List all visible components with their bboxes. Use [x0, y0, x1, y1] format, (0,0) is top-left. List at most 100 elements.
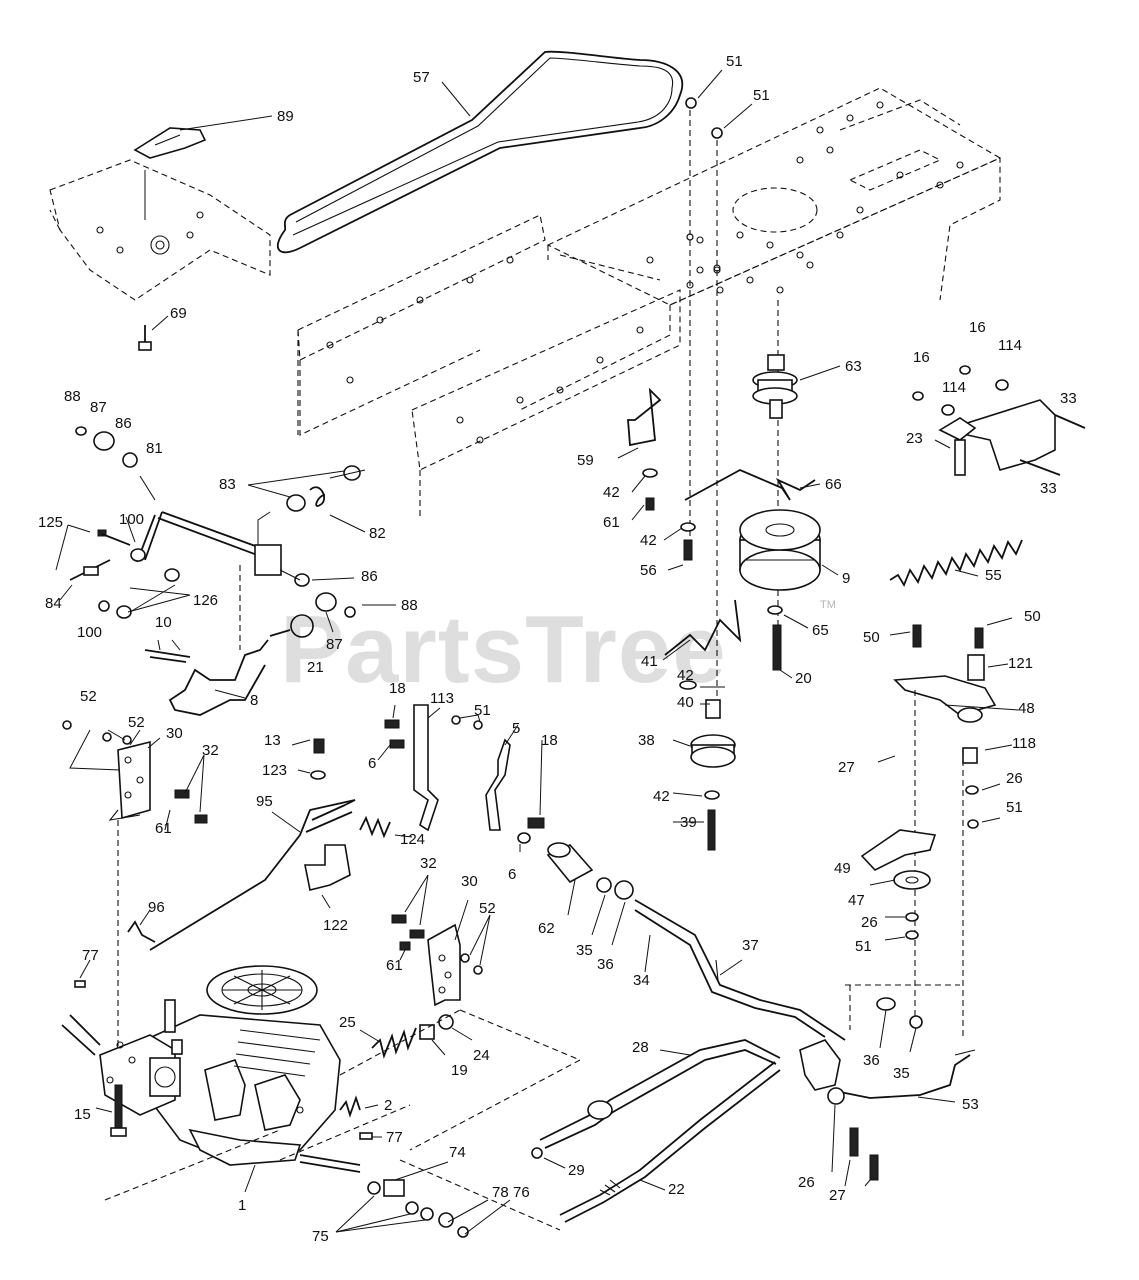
part-label: 52	[80, 688, 97, 705]
part-label: 48	[1018, 700, 1035, 717]
transaxle	[61, 959, 411, 1201]
part-label: 56	[640, 562, 657, 579]
part-label: 33	[1040, 480, 1057, 497]
part-label: 22	[668, 1181, 685, 1198]
part-label: 35	[576, 942, 593, 959]
part-label: 88	[64, 388, 81, 405]
part-label: 113	[430, 690, 454, 707]
part-label: 18	[389, 680, 406, 697]
part-89	[133, 115, 273, 220]
center-brackets	[62, 704, 545, 1050]
part-label: 121	[1008, 655, 1033, 672]
part-label: 30	[166, 725, 183, 742]
part-label: 27	[838, 759, 855, 776]
part-label: 25	[339, 1014, 356, 1031]
part-label: 29	[568, 1162, 585, 1179]
spring-55	[889, 539, 1023, 588]
drive-belt	[276, 50, 683, 254]
idler-bracket	[912, 365, 1086, 476]
part-label: 122	[323, 917, 348, 934]
part-label: 100	[77, 624, 102, 641]
part-label: 62	[538, 920, 555, 937]
top-leaders	[441, 69, 753, 272]
part-label: 24	[473, 1047, 490, 1064]
part-label: 32	[420, 855, 437, 872]
part-label: 89	[277, 108, 294, 125]
axle-washers	[335, 1161, 511, 1238]
part-label: 33	[1060, 390, 1077, 407]
control-rods	[399, 1039, 781, 1231]
part-label: 75	[312, 1228, 329, 1245]
part-label: 114	[942, 379, 966, 396]
part-label: 28	[632, 1039, 649, 1056]
part-label: 118	[1012, 735, 1036, 752]
part-label: 55	[985, 567, 1002, 584]
part-label: 21	[307, 659, 324, 676]
part-label: 37	[742, 937, 759, 954]
part-label: 61	[603, 514, 620, 531]
part-label: 47	[848, 892, 865, 909]
part-label: 78	[492, 1184, 509, 1201]
part-label: 51	[753, 87, 770, 104]
part-label: 76	[513, 1184, 530, 1201]
part-label: 42	[640, 532, 657, 549]
part-label: 49	[834, 860, 851, 877]
part-label: 13	[264, 732, 281, 749]
part-label: 51	[474, 702, 491, 719]
part-label: 69	[170, 305, 187, 322]
part-label: 23	[906, 430, 923, 447]
watermark: PartsTree	[280, 596, 727, 703]
part-label: 42	[603, 484, 620, 501]
part-label: 16	[969, 319, 986, 336]
part-label: 51	[726, 53, 743, 70]
part-label: 114	[998, 337, 1022, 354]
part-label: 19	[451, 1062, 468, 1079]
part-label: 86	[115, 415, 132, 432]
part-label: 61	[386, 957, 403, 974]
part-label: 15	[74, 1106, 91, 1123]
shift-rod	[546, 842, 960, 1187]
part-label: 32	[202, 742, 219, 759]
part-label: 65	[812, 622, 829, 639]
part-label: 50	[863, 629, 880, 646]
part-label: 88	[401, 597, 418, 614]
part-label: 27	[829, 1187, 846, 1204]
part-label: 77	[386, 1129, 403, 1146]
part-label: 125	[38, 514, 63, 531]
part-label: 74	[449, 1144, 466, 1161]
part-label: 126	[193, 592, 218, 609]
part-label: 8	[250, 692, 258, 709]
part-label: 52	[479, 900, 496, 917]
part-label: 66	[825, 476, 842, 493]
part-label: 34	[633, 972, 650, 989]
part-label: 42	[653, 788, 670, 805]
part-label: 41	[641, 653, 658, 670]
part-label: 2	[384, 1097, 392, 1114]
part-label: 83	[219, 476, 236, 493]
part-label: 9	[842, 570, 850, 587]
part-label: 52	[128, 714, 145, 731]
part-label: 51	[1006, 799, 1023, 816]
clutch-pulley-stack	[617, 240, 841, 851]
part-label: 82	[369, 525, 386, 542]
part-label: 26	[1006, 770, 1023, 787]
part-label: 96	[148, 899, 165, 916]
part-label: 87	[90, 399, 107, 416]
part-label: 18	[541, 732, 558, 749]
part-label: 10	[155, 614, 172, 631]
part-label: 1	[238, 1197, 246, 1214]
part-label: 59	[577, 452, 594, 469]
part-label: 95	[256, 793, 273, 810]
part-label: 42	[677, 667, 694, 684]
part-label: 26	[861, 914, 878, 931]
lift-linkage	[55, 426, 396, 716]
frame-assembly	[49, 87, 1002, 520]
part-label: 35	[893, 1065, 910, 1082]
part-label: 6	[508, 866, 516, 883]
part-label: 26	[798, 1174, 815, 1191]
part-label: 124	[400, 831, 425, 848]
part-label: 77	[82, 947, 99, 964]
part-label: 63	[845, 358, 862, 375]
